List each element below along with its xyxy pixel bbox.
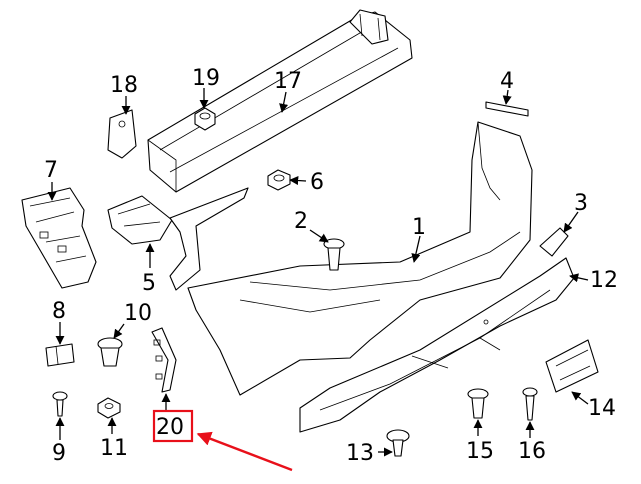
callout-17: 17: [274, 69, 302, 94]
callout-3: 3: [574, 191, 588, 216]
callout-4: 4: [500, 69, 514, 94]
callout-5: 5: [142, 271, 156, 296]
callout-18: 18: [110, 73, 138, 98]
callout-19: 19: [192, 66, 220, 91]
part-8-clip-nut: [45, 343, 75, 367]
part-11-nut: [97, 397, 121, 419]
part-5-bracket: [107, 187, 249, 291]
part-1-bumper-cover: [187, 121, 533, 396]
leader-lines: [47, 88, 589, 457]
highlight-box-20: [152, 409, 194, 443]
part-7-side-bracket: [21, 187, 97, 289]
part-15-screw: [467, 388, 489, 419]
callout-15: 15: [466, 439, 494, 464]
callout-14: 14: [588, 396, 616, 421]
part-17-bumper-carrier: [147, 9, 413, 193]
callout-2: 2: [294, 209, 308, 234]
part-9-screw: [52, 391, 68, 417]
callout-8: 8: [52, 299, 66, 324]
callout-11: 11: [100, 436, 128, 461]
callout-1: 1: [412, 215, 426, 240]
callout-16: 16: [518, 439, 546, 464]
callout-9: 9: [52, 441, 66, 466]
callout-numbers: 1 2 3 4 5 6 7 8 9 10 11 12 13 14 15 16 1…: [44, 66, 618, 466]
part-14-bracket: [545, 339, 599, 393]
callout-20: 20: [156, 415, 184, 440]
part-6-nut: [267, 169, 291, 191]
part-13-clip: [386, 429, 410, 457]
callout-10: 10: [124, 301, 152, 326]
part-2-clip: [323, 238, 345, 271]
part-4-strip: [485, 101, 529, 117]
callout-12: 12: [590, 268, 618, 293]
part-16-screw: [522, 387, 538, 421]
part-10-expansion-nut: [97, 337, 123, 367]
callout-13: 13: [346, 441, 374, 466]
part-3-clip: [539, 227, 569, 257]
part-20-side-strip: [151, 327, 177, 393]
callout-7: 7: [44, 158, 58, 183]
part-18-plate: [107, 109, 137, 159]
part-12-diffuser: [299, 257, 575, 433]
red-pointer-arrow: [196, 431, 293, 472]
callout-6: 6: [310, 170, 324, 195]
